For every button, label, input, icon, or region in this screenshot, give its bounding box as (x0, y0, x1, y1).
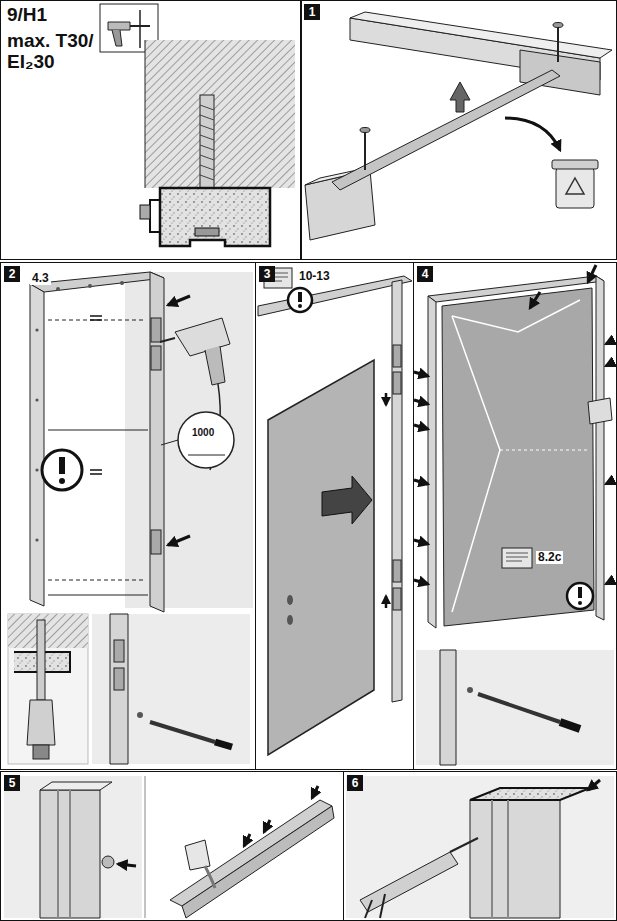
fire-rating: max. T30/ EI₂30 (7, 31, 102, 73)
step-panel: 3 (255, 262, 414, 770)
step-panel: 6 (343, 771, 617, 921)
step-number: 3 (259, 266, 275, 282)
section-title: 9/H1 (7, 5, 47, 26)
step-panel: 2 (0, 262, 256, 770)
reference-label: 4.3 (30, 272, 51, 285)
step-number: 1 (304, 4, 320, 20)
step-panel: 9/H1 max. T30/ EI₂30 (0, 0, 302, 260)
frame-spreader-removal (305, 12, 612, 240)
reference-label: 1000 (190, 427, 216, 438)
reference-label: 10-13 (297, 270, 332, 283)
step-panel: 1 (300, 0, 617, 260)
step-number: 4 (417, 266, 433, 282)
frame-filling (4, 776, 334, 918)
step-number: 6 (347, 775, 363, 791)
step-panel: 5 (0, 771, 344, 921)
frame-alignment (8, 272, 253, 764)
sealing (346, 776, 614, 918)
reference-label: 8.2c (536, 551, 563, 564)
door-leaf-hanging (258, 268, 412, 755)
step-number: 2 (4, 266, 20, 282)
step-panel: 4 (413, 262, 617, 770)
frame-fixing (414, 265, 614, 765)
section-detail (100, 4, 295, 246)
step-number: 5 (4, 775, 20, 791)
